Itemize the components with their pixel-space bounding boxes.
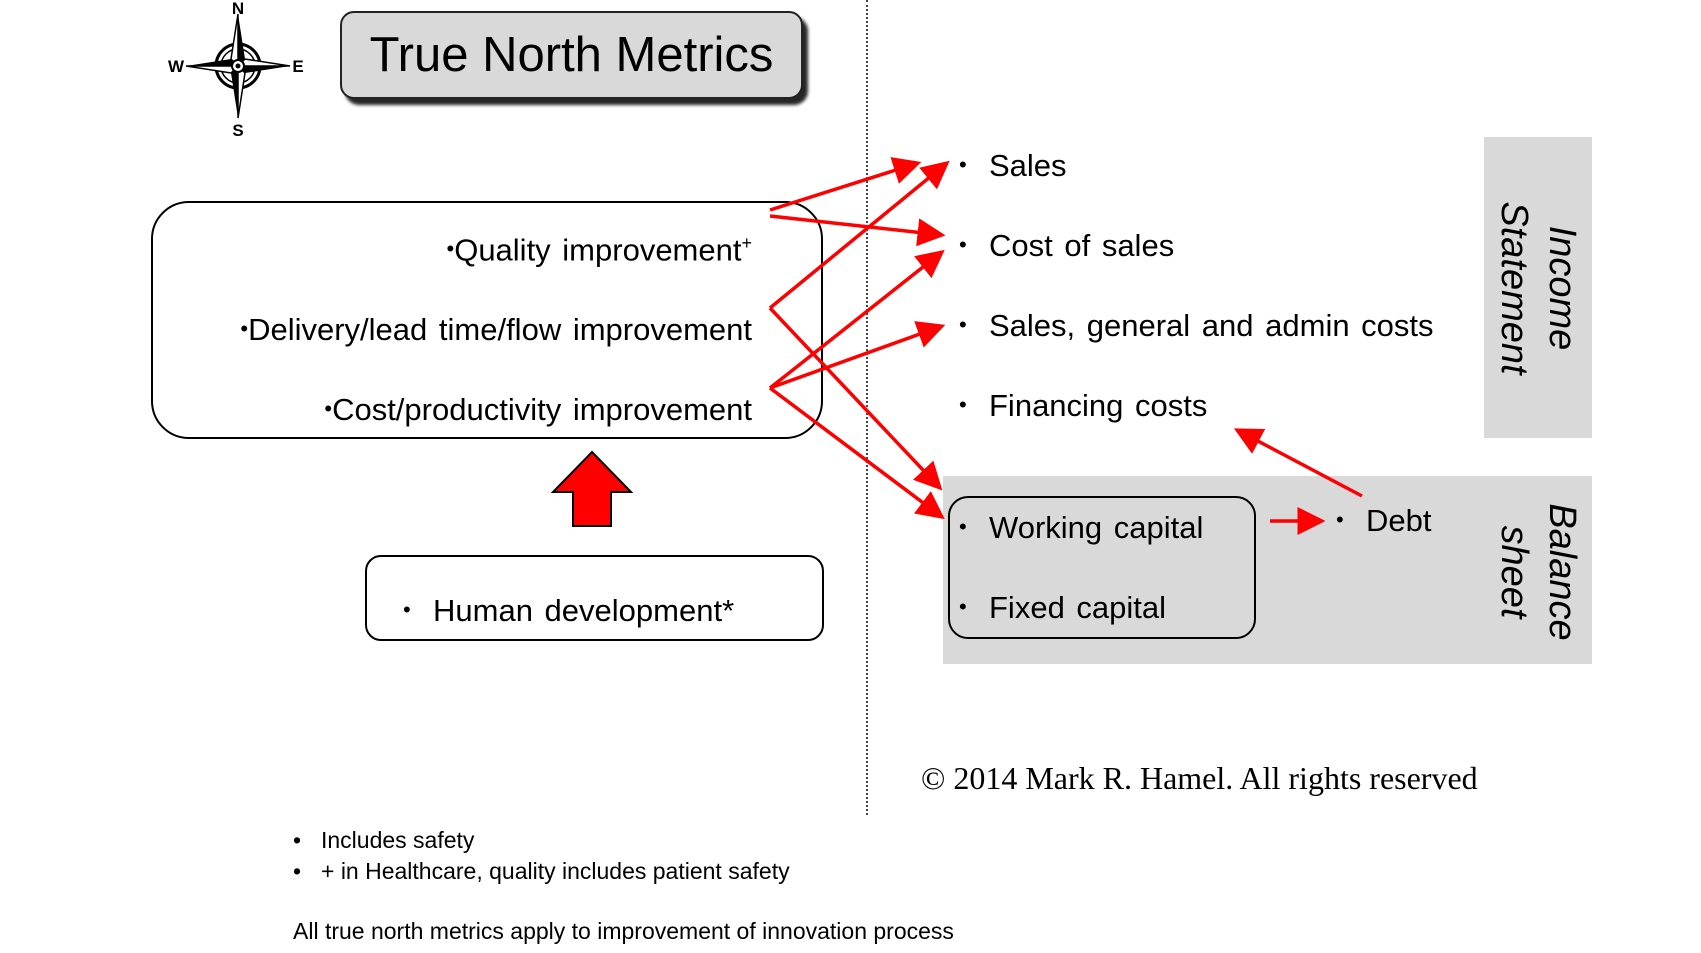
bullet: •	[959, 312, 967, 337]
balance-heading-line2: sheet	[1493, 525, 1535, 619]
balance-item-fixed-capital: • Fixed capital	[959, 592, 1166, 623]
income-item-sales: • Sales	[959, 150, 1067, 181]
income-heading-line2: Statement	[1493, 201, 1535, 375]
metric-quality: •Quality improvement+	[424, 232, 753, 268]
balance-sheet-heading: Balance sheet	[1490, 484, 1586, 660]
footnote-text: + in Healthcare, quality includes patien…	[321, 858, 790, 884]
center-divider	[866, 0, 868, 815]
bullet: •	[240, 316, 249, 341]
page-title: True North Metrics	[369, 28, 774, 82]
bullet: •	[293, 858, 302, 884]
metric-delivery-label: Delivery/lead time/flow improvement	[248, 312, 752, 347]
income-item-cost-of-sales: • Cost of sales	[959, 230, 1174, 261]
metric-quality-label: Quality improvement	[454, 232, 742, 268]
human-development-box	[365, 555, 824, 641]
metric-delivery: •Delivery/lead time/flow improvement	[218, 314, 752, 345]
bullet: •	[959, 594, 967, 619]
balance-item-label: Fixed capital	[989, 590, 1167, 625]
compass-south: S	[232, 121, 243, 140]
balance-sheet-panel	[943, 476, 1592, 664]
bullet: •	[403, 597, 411, 622]
metric-cost-label: Cost/productivity improvement	[332, 392, 752, 427]
bullet: •	[1336, 507, 1344, 532]
human-development-mark: *	[722, 593, 735, 628]
human-development-label: Human development	[433, 593, 723, 628]
bullet: •	[959, 232, 967, 257]
compass-east: E	[292, 57, 303, 76]
metric-cost: •Cost/productivity improvement	[302, 394, 752, 425]
bullet: •	[959, 392, 967, 417]
income-item-label: Cost of sales	[989, 228, 1175, 263]
balance-heading-line1: Balance	[1541, 503, 1583, 641]
debt-label: Debt	[1366, 503, 1432, 538]
compass-west: W	[168, 57, 185, 76]
up-arrow-icon	[551, 450, 633, 527]
bullet: •	[959, 152, 967, 177]
balance-item-label: Working capital	[989, 510, 1204, 545]
income-item-sga: • Sales, general and admin costs	[959, 310, 1434, 341]
metric-quality-mark: +	[741, 233, 752, 253]
footnote-healthcare: • + in Healthcare, quality includes patie…	[293, 858, 790, 885]
title-box: True North Metrics	[340, 11, 803, 99]
compass-icon: N S E W	[168, 0, 304, 140]
capital-box	[948, 496, 1256, 639]
balance-item-debt: • Debt	[1336, 505, 1431, 536]
bullet: •	[446, 236, 455, 262]
compass-north: N	[232, 0, 244, 18]
bullet: •	[959, 514, 967, 539]
footnote-safety: • Includes safety	[293, 827, 474, 854]
income-item-label: Sales, general and admin costs	[989, 308, 1434, 343]
income-heading-line1: Income	[1541, 225, 1583, 351]
income-statement-heading: Income Statement	[1490, 180, 1586, 396]
footer-note: All true north metrics apply to improvem…	[293, 918, 954, 944]
bullet: •	[293, 827, 302, 853]
income-item-label: Financing costs	[989, 388, 1208, 423]
human-development: • Human development*	[403, 595, 734, 626]
footnote-text: Includes safety	[321, 827, 475, 853]
bullet: •	[324, 396, 333, 421]
income-item-financing: • Financing costs	[959, 390, 1207, 421]
income-statement-panel	[1484, 137, 1592, 438]
copyright-text: © 2014 Mark R. Hamel. All rights reserve…	[921, 760, 1478, 796]
income-item-label: Sales	[989, 148, 1067, 183]
balance-item-working-capital: • Working capital	[959, 512, 1203, 543]
